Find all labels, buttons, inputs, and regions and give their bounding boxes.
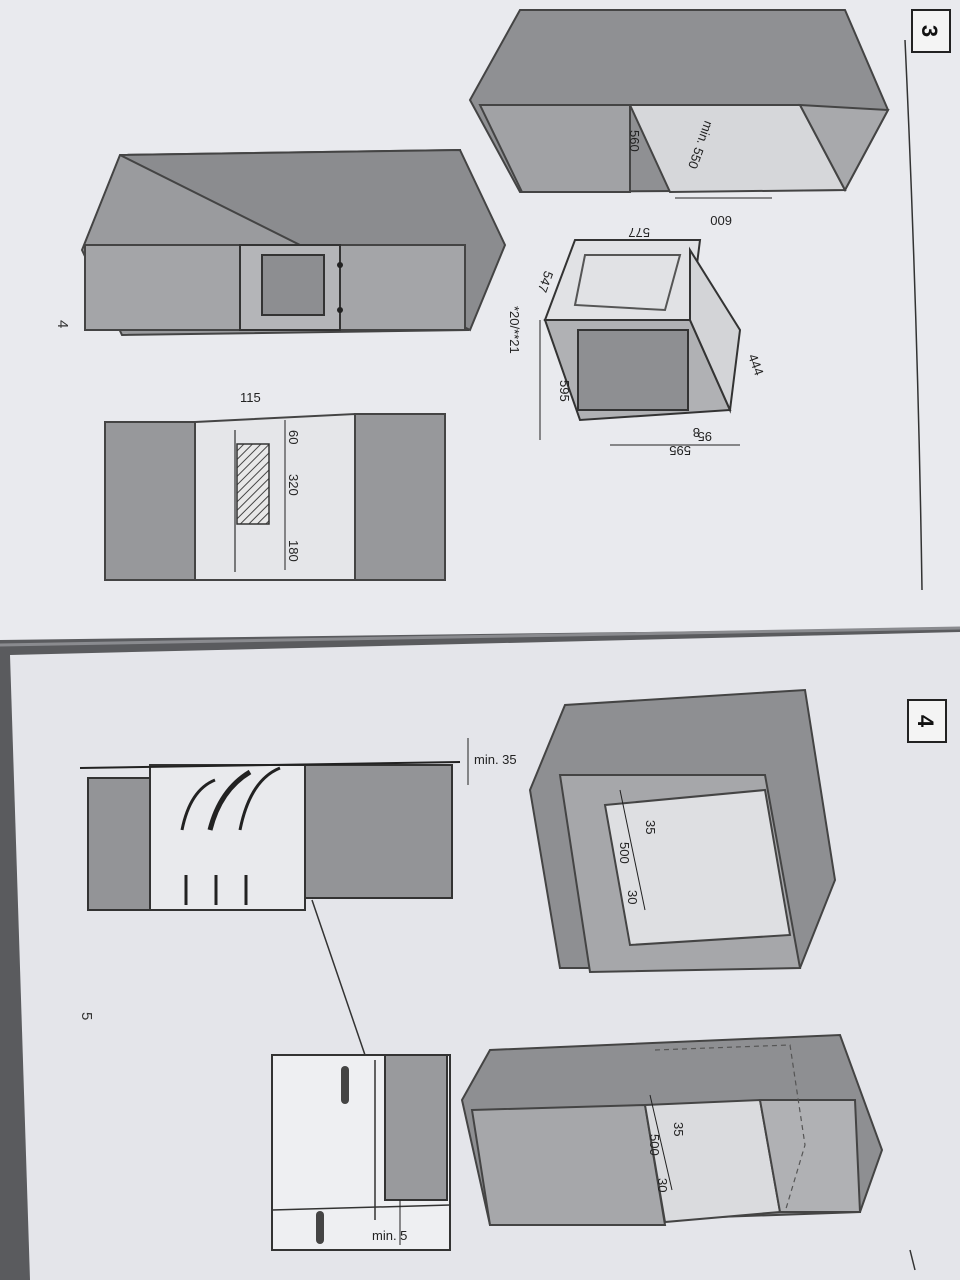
dim-tall-depth: 500 <box>617 842 632 864</box>
section-number-box-bottom: 4 <box>907 699 947 743</box>
niche-cabinet-diagram: 560 min. 550 600 <box>468 9 890 228</box>
vent-opening-diagram: 115 60 320 180 <box>104 390 446 581</box>
dim-tall-offset-a: 35 <box>643 820 658 834</box>
tall-cabinet-open-niche: 500 35 30 <box>528 688 837 974</box>
page-number-bottom: 5 <box>78 1012 95 1020</box>
dim-vent-width: 115 <box>240 390 261 405</box>
dim-oven-base-a: 95 <box>698 429 712 444</box>
dim-oven-front-width: 595 <box>669 443 691 458</box>
dim-oven-depth-side: 547 <box>535 269 557 295</box>
dim-oven-offset: *20/**21 <box>507 306 522 354</box>
dim-base-offset-a: 35 <box>671 1122 686 1136</box>
dim-base-offset-b: 30 <box>655 1178 670 1192</box>
dim-oven-side-depth: 444 <box>745 352 767 378</box>
dim-clearance-min: min. 5 <box>372 1228 407 1243</box>
dim-vent-top: 60 <box>286 430 301 444</box>
dim-niche-height: 560 <box>627 130 642 152</box>
dim-tall-offset-b: 30 <box>625 890 640 904</box>
base-cabinet-open-niche: 500 35 30 <box>460 1033 884 1227</box>
tall-cabinet-with-oven <box>80 148 507 337</box>
section-number-top: 3 <box>917 25 942 37</box>
airflow-cross-section: min. 35 <box>79 738 517 1056</box>
section-number-box-top: 3 <box>911 9 951 53</box>
page-number-top: 4 <box>54 320 71 328</box>
dim-oven-front-height: 595 <box>557 380 572 402</box>
clearance-detail: min. 5 <box>271 1054 451 1251</box>
dim-vent-height: 320 <box>286 474 301 496</box>
dim-oven-width-top: 577 <box>628 225 650 240</box>
oven-dimensions-diagram: 595 577 547 *20/**21 444 595 95 8 <box>507 225 767 458</box>
dim-gap-min: min. 35 <box>474 752 517 767</box>
dim-base-depth: 500 <box>647 1134 662 1156</box>
section-number-bottom: 4 <box>913 715 938 728</box>
dim-niche-width: 600 <box>710 213 732 228</box>
dim-oven-base-b: 8 <box>693 425 700 440</box>
dim-vent-bottom: 180 <box>286 540 301 562</box>
